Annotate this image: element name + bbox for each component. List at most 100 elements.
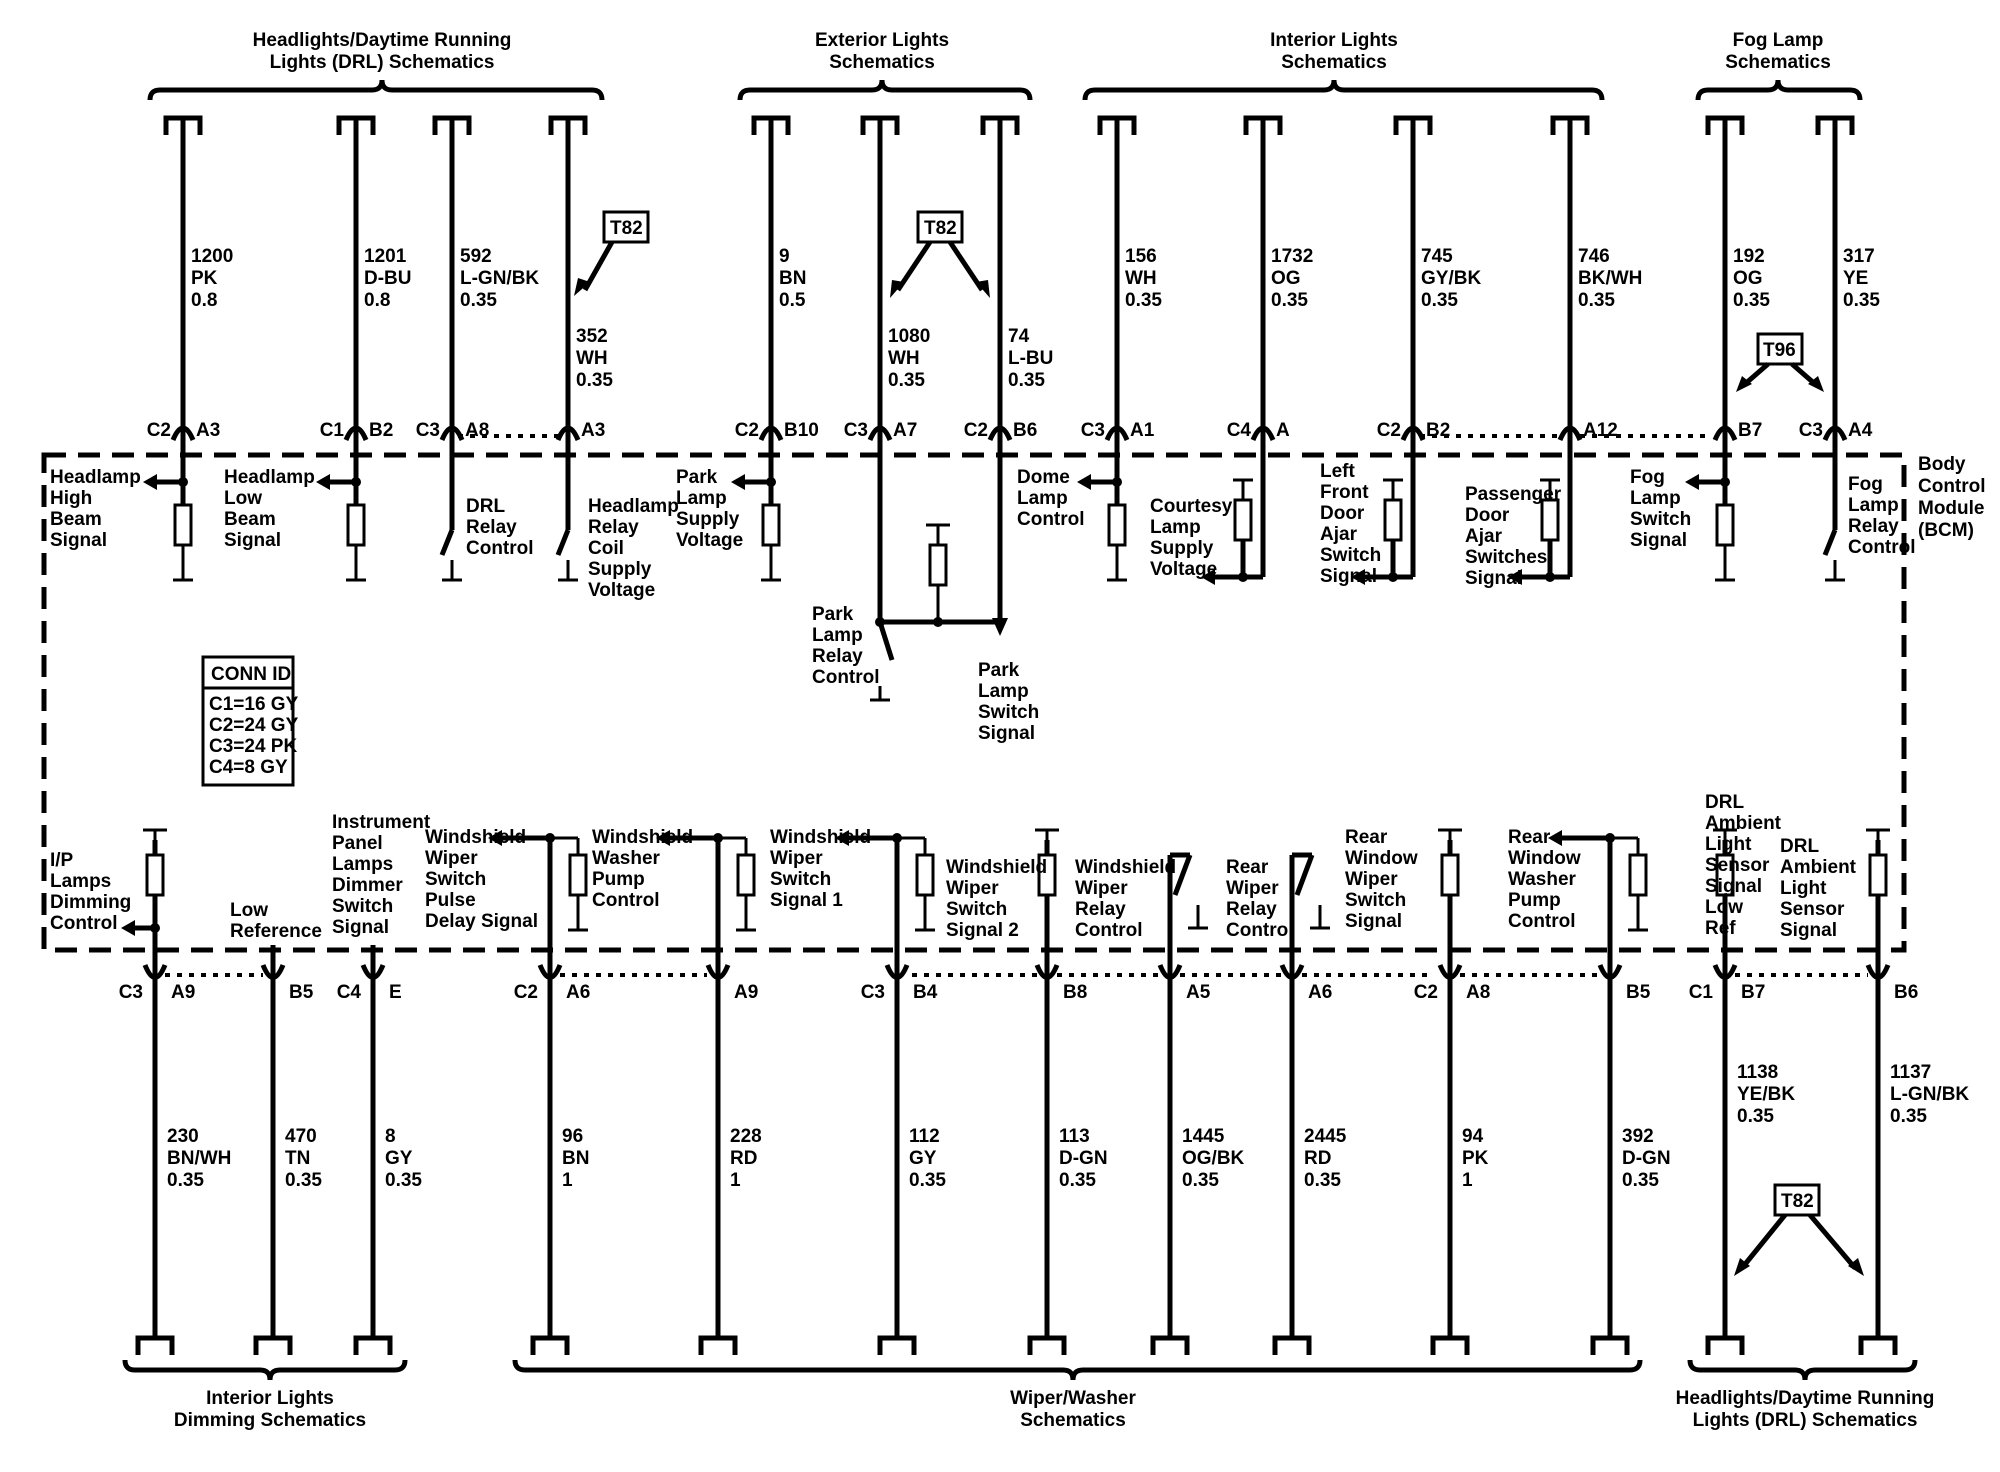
ref-tag-t82-3: T82	[1734, 1183, 1864, 1276]
wire-label: 0.35	[1125, 290, 1162, 311]
wire-label: C3	[1799, 420, 1823, 441]
wire-label: 0.35	[1622, 1170, 1659, 1191]
wire-label: C2	[514, 982, 538, 1003]
wire-label: Rear	[1226, 857, 1269, 878]
wire-label: A12	[1583, 420, 1618, 441]
wire-label: Panel	[332, 833, 383, 854]
group-header: Schematics	[1725, 52, 1831, 73]
wire-label: L-BU	[1008, 348, 1053, 369]
wire-label: Supply	[1150, 538, 1214, 559]
wire-label: Headlamp	[50, 467, 141, 488]
wire-label: A3	[581, 420, 605, 441]
group-header: Headlights/Daytime Running	[1676, 1388, 1935, 1409]
wire-label: D-GN	[1059, 1148, 1108, 1169]
wire-label: Wiper	[1075, 878, 1128, 899]
wire-label: C2	[147, 420, 171, 441]
wire-label: Pulse	[425, 890, 476, 911]
wire-label: L-GN/BK	[1890, 1084, 1969, 1105]
wire-label: Switch	[332, 896, 393, 917]
wire-label: High	[50, 488, 92, 509]
wire-label: C3	[119, 982, 143, 1003]
wire-label: Wiper	[1345, 869, 1398, 890]
wire-label: C3	[416, 420, 440, 441]
wire-label: DRL	[1705, 792, 1744, 813]
wire-label: I/P	[50, 850, 74, 871]
wire-label: Lamps	[50, 871, 111, 892]
svg-text:T96: T96	[1763, 340, 1796, 361]
bottom-wire-113: 113D-GN0.35B8WindshieldWiperSwitchSignal…	[946, 828, 1108, 1355]
wire-label: L-GN/BK	[460, 268, 539, 289]
wire-label: 0.35	[1890, 1106, 1927, 1127]
wire-label: C1	[320, 420, 345, 441]
wire-label: Headlamp	[588, 496, 679, 517]
wire-label: Fog	[1630, 467, 1665, 488]
wire-label: 8	[385, 1126, 396, 1147]
wire-label: 228	[730, 1126, 762, 1147]
wire-label: B6	[1013, 420, 1037, 441]
func-label: Park	[978, 660, 1020, 681]
wire-label: GY/BK	[1421, 268, 1481, 289]
wire-label: Control	[592, 890, 660, 911]
wire-label: Signal	[224, 530, 281, 551]
wire-label: 317	[1843, 246, 1875, 267]
wire-label: A5	[1186, 982, 1211, 1003]
wire-label: 0.35	[1733, 290, 1770, 311]
wire-label: Voltage	[1150, 559, 1217, 580]
wire-label: Front	[1320, 482, 1369, 503]
wire-label: 0.8	[191, 290, 217, 311]
wire-label: 0.35	[1008, 370, 1045, 391]
func-label: Control	[812, 667, 880, 688]
top-group-headers: Headlights/Daytime Running Lights (DRL) …	[253, 30, 1831, 73]
wire-label: Signal	[50, 530, 107, 551]
wire-label: E	[389, 982, 402, 1003]
connector-links	[165, 434, 1868, 977]
wire-label: 1	[1462, 1170, 1473, 1191]
conn-id-title: CONN ID	[211, 664, 291, 685]
wire-label: B7	[1741, 982, 1765, 1003]
wire-label: YE	[1843, 268, 1868, 289]
wire-label: 96	[562, 1126, 583, 1147]
bcm-boundary	[41, 452, 1907, 953]
ref-tag-t96: T96	[1736, 332, 1824, 392]
wire-label: Control	[1226, 920, 1294, 941]
wire-label: C3	[861, 982, 885, 1003]
svg-text:T82: T82	[924, 218, 957, 239]
wire-label: 74	[1008, 326, 1030, 347]
wire-label: Relay	[1226, 899, 1277, 920]
wire-label: 0.8	[364, 290, 390, 311]
wire-label: PK	[191, 268, 218, 289]
wire-label: C2	[1414, 982, 1438, 1003]
wire-label: 0.35	[909, 1170, 946, 1191]
wire-label: 352	[576, 326, 608, 347]
wire-label: Reference	[230, 921, 322, 942]
conn-id-line: C4=8 GY	[209, 757, 288, 778]
wire-label: B4	[913, 982, 938, 1003]
func-label: Lamp	[812, 625, 863, 646]
wire-label: 1138	[1737, 1062, 1778, 1083]
wire-label: B5	[1626, 982, 1651, 1003]
wire-label: Window	[1508, 848, 1581, 869]
wire-label: Signal	[1345, 911, 1402, 932]
func-label: Park	[812, 604, 854, 625]
wire-label: Washer	[1508, 869, 1577, 890]
wire-label: Supply	[676, 509, 740, 530]
wire-label: DRL	[466, 496, 505, 517]
wire-label: Signal	[1465, 568, 1522, 589]
wire-label: Headlamp	[224, 467, 315, 488]
wire-label: Windshield	[1075, 857, 1176, 878]
wire-label: Windshield	[425, 827, 526, 848]
wire-label: 1	[730, 1170, 741, 1191]
conn-id-table: CONN ID C1=16 GY C2=24 GY C3=24 PK C4=8 …	[201, 655, 299, 787]
group-header: Schematics	[1281, 52, 1387, 73]
